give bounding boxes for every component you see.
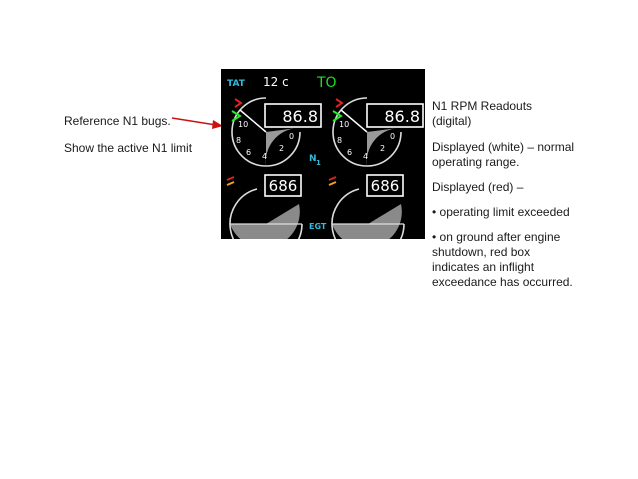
engine-2-n1-readout: 86.8 (384, 107, 420, 126)
engine-1-n1-limit-bug (234, 98, 243, 108)
red-display-note: Displayed (red) – (432, 180, 524, 194)
white-display-note-line2: operating range. (432, 155, 520, 169)
engine-2-scale-10: 10 (339, 120, 349, 129)
thrust-mode: TO (316, 75, 337, 91)
ground-shutdown-bullet-line2: shutdown, red box (432, 245, 531, 259)
active-n1-limit-label: Show the active N1 limit (64, 141, 193, 155)
engine-1-egt-readout-box (264, 174, 302, 197)
engine-1-n1-arc (231, 97, 301, 167)
ground-shutdown-bullet-line4: exceedance has occurred. (432, 275, 573, 289)
engine-2-scale-2: 2 (380, 144, 385, 153)
engine-display-svg: TAT 12 c TO 10 8 6 4 2 0 86.8 10 8 (221, 69, 425, 239)
engine-2-n1-fill (366, 128, 398, 166)
engine-2-scale-8: 8 (337, 136, 342, 145)
engine-2-egt-fill (332, 204, 402, 239)
engine-1-scale-8: 8 (236, 136, 241, 145)
egt-label: EGT (309, 222, 327, 231)
engine-1-n1-readout: 86.8 (282, 107, 318, 126)
engine-1-scale-10: 10 (238, 120, 248, 129)
engine-2-scale-6: 6 (347, 148, 352, 157)
tat-value: 12 c (263, 75, 289, 89)
engine-1-egt-readout: 686 (269, 177, 298, 195)
engine-1-egt-arc (229, 188, 303, 239)
engine-display-panel: TAT 12 c TO 10 8 6 4 2 0 86.8 10 8 (221, 69, 425, 239)
engine-1-scale-0: 0 (289, 132, 294, 141)
limit-exceeded-bullet: • operating limit exceeded (432, 205, 570, 219)
engine-1-n1-pointer (239, 109, 267, 133)
reference-bugs-label: Reference N1 bugs. (64, 114, 171, 128)
engine-1-egt-gauge: 686 (226, 174, 303, 239)
engine-2-egt-red-line (328, 176, 337, 181)
ground-shutdown-bullet-line1: • on ground after engine (432, 230, 561, 244)
n1-label: N (309, 154, 317, 164)
engine-2-reference-bug (332, 110, 343, 122)
n1-readouts-heading-line2: (digital) (432, 114, 472, 128)
engine-2-scale-4: 4 (363, 152, 368, 161)
engine-2-n1-gauge: 10 8 6 4 2 0 86.8 (332, 97, 424, 167)
engine-2-egt-amber-line (328, 181, 337, 186)
engine-2-egt-readout-box (366, 174, 404, 197)
engine-2-n1-limit-bug (335, 98, 344, 108)
engine-1-scale-4: 4 (262, 152, 267, 161)
n1-label-subscript: 1 (316, 159, 321, 167)
engine-1-n1-gauge: 10 8 6 4 2 0 86.8 (231, 97, 322, 167)
engine-2-n1-pointer (340, 109, 368, 133)
engine-1-n1-readout-box (264, 103, 322, 128)
engine-2-n1-arc (332, 97, 402, 167)
engine-1-reference-bug (231, 110, 242, 122)
tat-label: TAT (227, 79, 246, 89)
ground-shutdown-bullet-line3: indicates an inflight (432, 260, 535, 274)
n1-readouts-heading-line1: N1 RPM Readouts (432, 99, 533, 113)
engine-1-scale-2: 2 (279, 144, 284, 153)
engine-2-scale-0: 0 (390, 132, 395, 141)
engine-2-egt-gauge: 686 (328, 174, 405, 239)
engine-1-egt-amber-line (226, 181, 235, 186)
engine-2-egt-arc (331, 188, 405, 239)
engine-1-n1-fill (265, 128, 297, 166)
engine-1-scale-6: 6 (246, 148, 251, 157)
engine-2-egt-readout: 686 (371, 177, 400, 195)
engine-1-egt-red-line (226, 176, 235, 181)
callout-arrow-line (171, 117, 217, 126)
engine-2-n1-readout-box (366, 103, 424, 128)
white-display-note-line1: Displayed (white) – normal (432, 140, 575, 154)
engine-1-egt-fill (230, 204, 300, 239)
